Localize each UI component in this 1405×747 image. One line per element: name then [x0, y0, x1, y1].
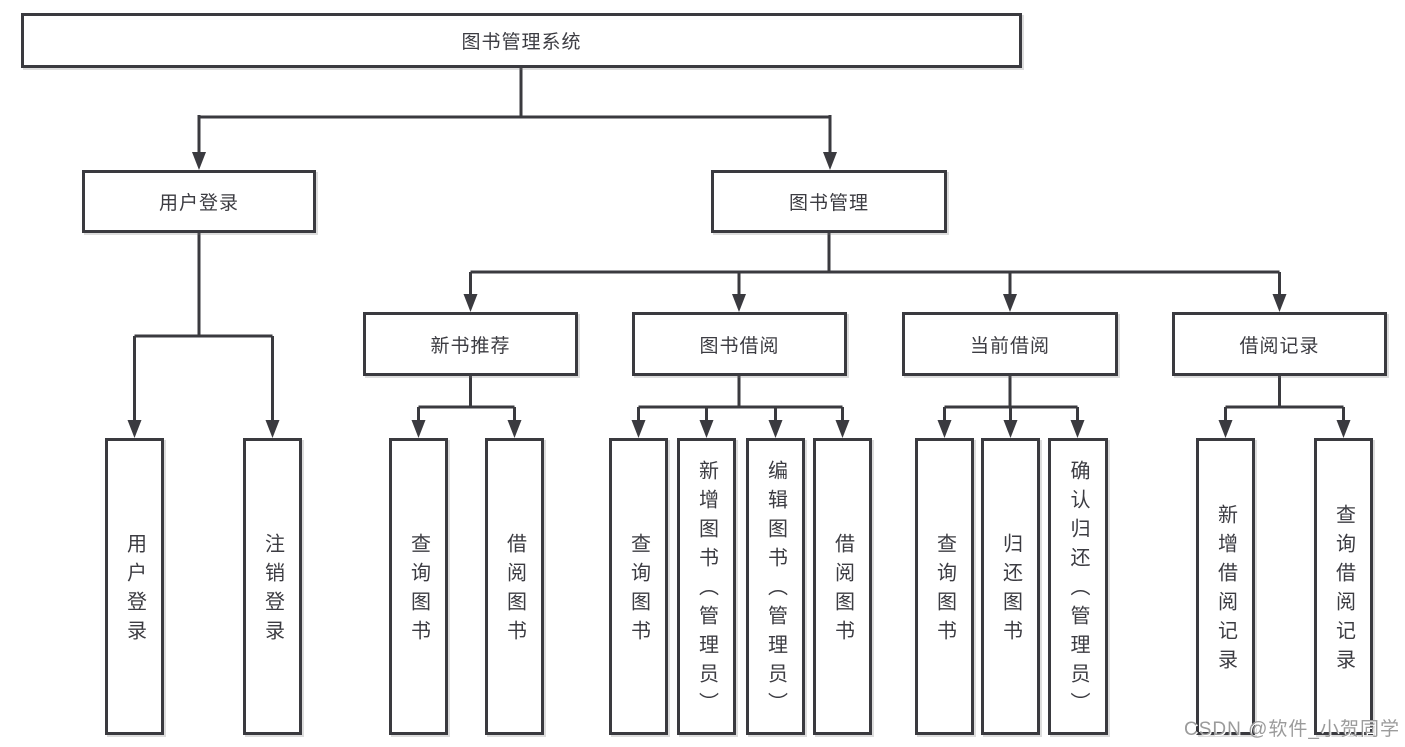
connector-path [417, 376, 516, 420]
leaf-query-books: 查询图书 [915, 438, 974, 735]
leaf-logout: 注销登录 [243, 438, 302, 735]
leaf-return-books: 归还图书 [981, 438, 1040, 735]
leaf-query-borrow-record: 查询借阅记录 [1314, 438, 1373, 735]
node-book-management: 图书管理 [711, 170, 947, 233]
node-new-book-recommendation: 新书推荐 [363, 312, 578, 376]
leaf-add-borrow-record: 新增借阅记录 [1196, 438, 1255, 735]
connector-path [133, 233, 274, 420]
leaf-query-books: 查询图书 [609, 438, 668, 735]
leaf-borrow-books: 借阅图书 [485, 438, 544, 735]
connector-path [1224, 376, 1345, 420]
node-current-borrowing: 当前借阅 [902, 312, 1118, 376]
leaf-query-books: 查询图书 [389, 438, 448, 735]
connector-path [637, 376, 844, 420]
node-root: 图书管理系统 [21, 13, 1022, 68]
node-borrowing-records: 借阅记录 [1172, 312, 1387, 376]
csdn-watermark: CSDN @软件_小贺同学 [1184, 719, 1400, 740]
node-user-login: 用户登录 [82, 170, 316, 233]
leaf-confirm-return-admin: 确认归还（管理员） [1048, 438, 1108, 735]
leaf-user-login: 用户登录 [105, 438, 164, 735]
leaf-edit-books-admin: 编辑图书（管理员） [746, 438, 805, 735]
leaf-borrow-books: 借阅图书 [813, 438, 872, 735]
leaf-add-books-admin: 新增图书（管理员） [677, 438, 736, 735]
connector-path [197, 68, 832, 152]
connector-path [469, 233, 1281, 294]
connector-path [943, 376, 1079, 420]
node-book-borrowing: 图书借阅 [632, 312, 847, 376]
